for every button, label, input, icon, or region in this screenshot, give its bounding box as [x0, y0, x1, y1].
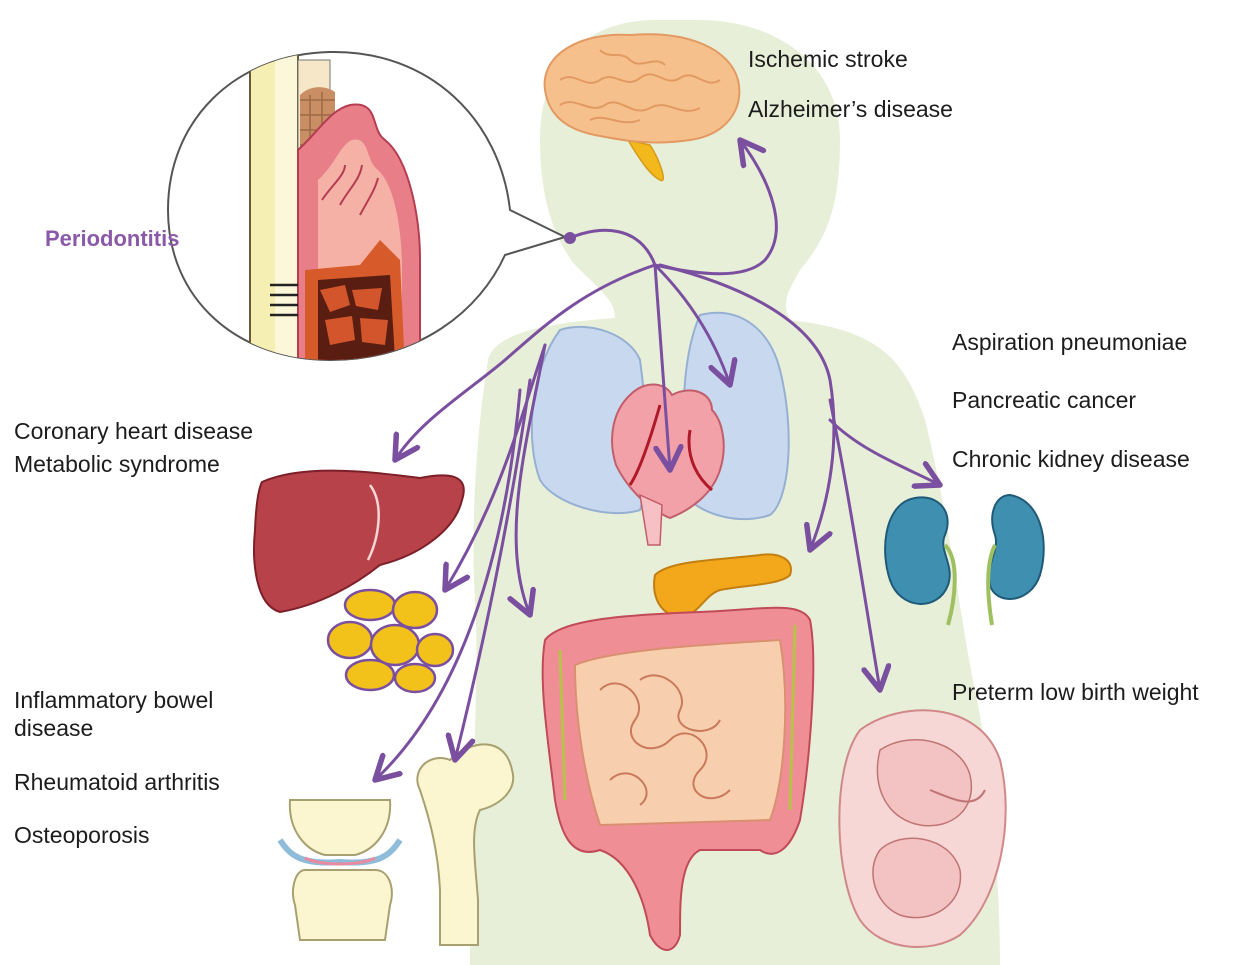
- periodontitis-bubble: [168, 40, 576, 370]
- condition-rheumatoid-arthritis: Rheumatoid arthritis: [14, 768, 220, 796]
- joint-icon: [280, 800, 400, 940]
- condition-chronic-kidney-disease: Chronic kidney disease: [952, 445, 1190, 473]
- condition-preterm-low-birth-weight: Preterm low birth weight: [952, 678, 1199, 706]
- condition-inflammatory-bowel-disease: Inflammatory bowel disease: [14, 686, 264, 742]
- condition-coronary-heart-disease: Coronary heart disease: [14, 417, 253, 445]
- fetus-icon: [839, 710, 1005, 947]
- condition-osteoporosis: Osteoporosis: [14, 821, 150, 849]
- periodontitis-label: Periodontitis: [45, 226, 179, 252]
- condition-aspiration-pneumoniae: Aspiration pneumoniae: [952, 328, 1187, 356]
- condition-metabolic-syndrome: Metabolic syndrome: [14, 450, 220, 478]
- adipose-tissue-icon: [328, 590, 453, 692]
- brain-condition-ischemic-stroke: Ischemic stroke: [748, 45, 908, 73]
- brain-condition-alzheimers: Alzheimer’s disease: [748, 95, 953, 123]
- condition-pancreatic-cancer: Pancreatic cancer: [952, 386, 1136, 414]
